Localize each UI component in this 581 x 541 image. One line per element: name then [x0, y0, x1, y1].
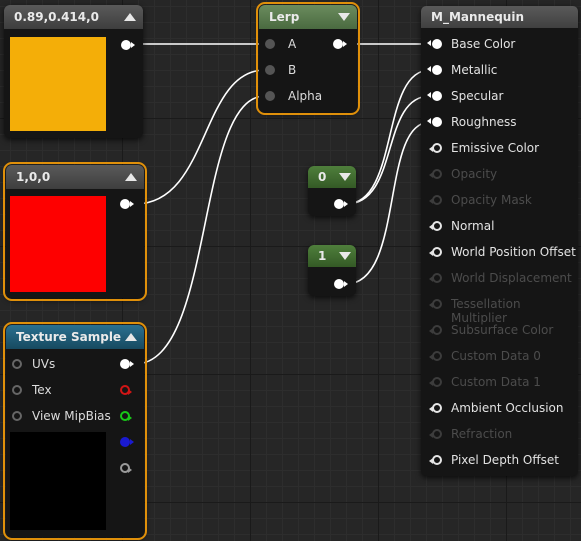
- world-displacement-label: World Displacement: [451, 271, 572, 285]
- node-title: 1,0,0: [16, 170, 51, 184]
- constant-0-node[interactable]: 0: [308, 166, 356, 216]
- world-displacement-pin: [429, 273, 442, 283]
- collapse-arrow-icon[interactable]: [125, 333, 137, 341]
- a-output-pin[interactable]: [120, 463, 132, 473]
- custom-data-0-label: Custom Data 0: [451, 349, 541, 363]
- opacity-mask-pin: [429, 195, 442, 205]
- world-position-offset-pin[interactable]: [429, 247, 442, 257]
- node-header[interactable]: Texture Sample: [6, 325, 144, 349]
- tessellation-multiplier-pin: [429, 299, 442, 309]
- output-pin[interactable]: [121, 40, 135, 50]
- node-header[interactable]: 1: [308, 245, 356, 267]
- base-color-pin[interactable]: [427, 39, 442, 49]
- collapse-arrow-icon[interactable]: [339, 252, 351, 260]
- material-result-node[interactable]: M_Mannequin Base Color Metallic Specular…: [421, 6, 578, 476]
- specular-label: Specular: [451, 89, 504, 103]
- subsurface-color-pin: [429, 325, 442, 335]
- emissive-color-pin[interactable]: [429, 143, 442, 153]
- pixel-depth-offset-label: Pixel Depth Offset: [451, 453, 559, 467]
- roughness-pin[interactable]: [427, 117, 442, 127]
- r-output-pin[interactable]: [120, 385, 132, 395]
- alpha-label: Alpha: [288, 89, 323, 103]
- view-mipbias-input-pin[interactable]: [12, 411, 22, 421]
- collapse-arrow-icon[interactable]: [338, 13, 350, 21]
- node-title: 1: [318, 249, 327, 263]
- output-pin[interactable]: [120, 199, 134, 209]
- refraction-pin: [429, 429, 442, 439]
- wire-const0-to-specular: [345, 95, 431, 205]
- opacity-mask-label: Opacity Mask: [451, 193, 532, 207]
- roughness-label: Roughness: [451, 115, 517, 129]
- node-header[interactable]: Lerp: [259, 5, 357, 29]
- collapse-arrow-icon[interactable]: [339, 173, 351, 181]
- normal-pin[interactable]: [429, 221, 442, 231]
- ambient-occlusion-pin[interactable]: [429, 403, 442, 413]
- metallic-pin[interactable]: [427, 65, 442, 75]
- texture-sample-node[interactable]: Texture Sample UVs Tex View MipBias: [3, 322, 147, 540]
- custom-data-1-label: Custom Data 1: [451, 375, 541, 389]
- a-input-pin[interactable]: [265, 39, 275, 49]
- world-position-offset-label: World Position Offset: [451, 245, 576, 259]
- constant-color-node-2[interactable]: 1,0,0: [3, 162, 147, 301]
- lerp-node[interactable]: Lerp A B Alpha: [256, 2, 360, 115]
- node-header[interactable]: M_Mannequin: [421, 6, 578, 28]
- b-input-pin[interactable]: [265, 65, 275, 75]
- a-label: A: [288, 37, 297, 51]
- node-title: Lerp: [269, 10, 300, 24]
- g-output-pin[interactable]: [120, 411, 132, 421]
- tessellation-multiplier-label: Tessellation Multiplier: [451, 297, 521, 325]
- constant-color-node-1[interactable]: 0.89,0.414,0: [4, 5, 143, 138]
- tex-label: Tex: [32, 383, 52, 397]
- alpha-input-pin[interactable]: [265, 91, 275, 101]
- emissive-color-label: Emissive Color: [451, 141, 540, 155]
- uvs-label: UVs: [32, 357, 56, 371]
- wire-texture-to-lerp-alpha: [134, 95, 266, 365]
- node-header[interactable]: 1,0,0: [6, 165, 144, 189]
- collapse-arrow-icon[interactable]: [124, 13, 136, 21]
- base-color-label: Base Color: [451, 37, 516, 51]
- wire-const0-to-metallic: [345, 69, 431, 205]
- color-swatch: [10, 37, 106, 131]
- rgb-output-pin[interactable]: [120, 359, 134, 369]
- color-swatch: [10, 196, 106, 292]
- pixel-depth-offset-pin[interactable]: [429, 455, 442, 465]
- node-title: M_Mannequin: [431, 10, 524, 24]
- opacity-pin: [429, 169, 442, 179]
- texture-preview: [10, 432, 106, 530]
- output-pin[interactable]: [334, 199, 348, 209]
- custom-data-1-pin: [429, 377, 442, 387]
- specular-pin[interactable]: [427, 91, 442, 101]
- view-mipbias-label: View MipBias: [32, 409, 111, 423]
- node-title: 0: [318, 170, 327, 184]
- collapse-arrow-icon[interactable]: [125, 173, 137, 181]
- node-title: Texture Sample: [16, 330, 122, 344]
- uvs-input-pin[interactable]: [12, 359, 22, 369]
- node-title: 0.89,0.414,0: [14, 10, 100, 24]
- b-output-pin[interactable]: [120, 437, 134, 447]
- b-label: B: [288, 63, 297, 77]
- wire-const1-to-roughness: [345, 121, 431, 285]
- subsurface-color-label: Subsurface Color: [451, 323, 554, 337]
- output-pin[interactable]: [333, 39, 347, 49]
- constant-1-node[interactable]: 1: [308, 245, 356, 296]
- custom-data-0-pin: [429, 351, 442, 361]
- ambient-occlusion-label: Ambient Occlusion: [451, 401, 564, 415]
- output-pin[interactable]: [334, 279, 348, 289]
- metallic-label: Metallic: [451, 63, 498, 77]
- node-header[interactable]: 0: [308, 166, 356, 188]
- normal-label: Normal: [451, 219, 495, 233]
- opacity-label: Opacity: [451, 167, 498, 181]
- node-header[interactable]: 0.89,0.414,0: [4, 5, 143, 29]
- wire-color2-to-lerp-b: [134, 69, 266, 205]
- tex-input-pin[interactable]: [12, 385, 22, 395]
- refraction-label: Refraction: [451, 427, 513, 441]
